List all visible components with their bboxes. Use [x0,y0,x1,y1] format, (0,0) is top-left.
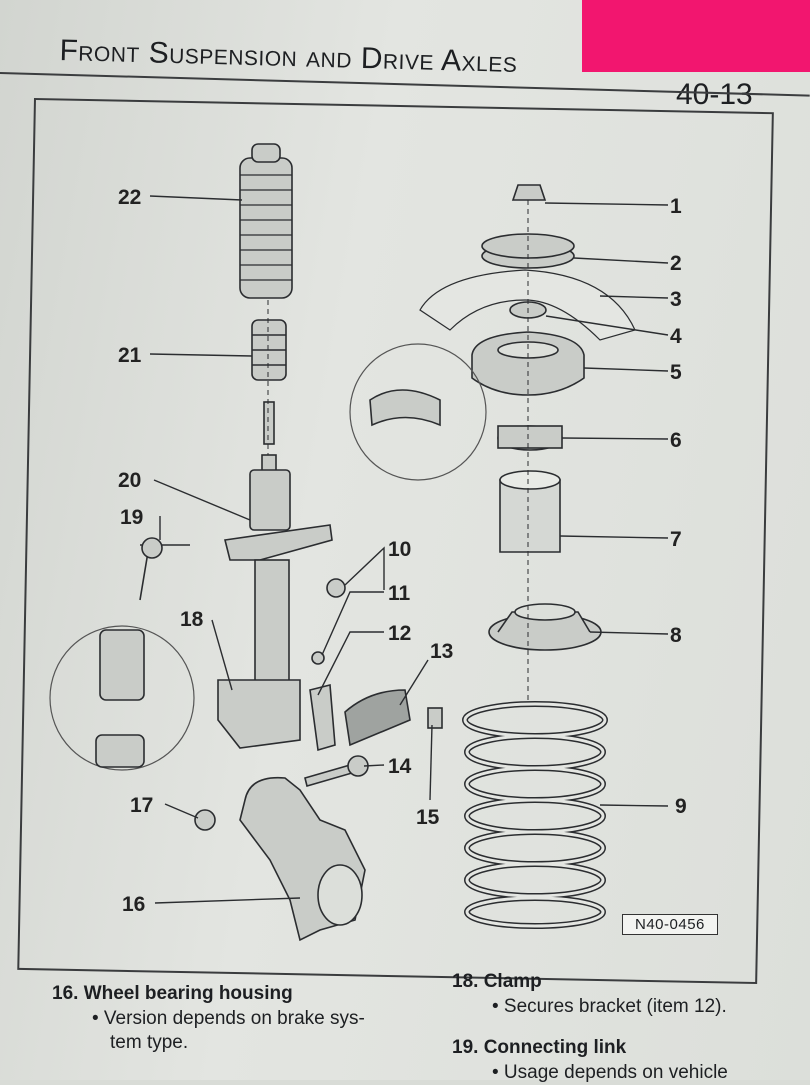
legend-item-19-bullet: • Usage depends on vehicle [492,1061,728,1083]
callout-7: 7 [670,528,682,551]
legend-item-18-title: 18. Clamp [452,971,542,992]
legend-item-16-title: 16. Wheel bearing housing [52,983,293,1004]
legend-item-18: 18. Clamp • Secures bracket (item 12). [452,970,727,1019]
callout-8: 8 [670,624,682,647]
callout-21: 21 [118,344,142,367]
callout-10: 10 [388,538,411,561]
callout-18: 18 [180,608,204,631]
callout-6: 6 [670,429,682,452]
callout-19: 19 [120,506,143,529]
legend-item-16-bullet-cont: tem type. [110,1032,189,1054]
legend-item-19-title: 19. Connecting link [452,1037,627,1058]
figure-reference-code: N40-0456 [622,914,718,935]
legend-item-18-bullet: • Secures bracket (item 12). [492,995,727,1017]
wheel-bearing-housing [239,776,366,942]
callout-1: 1 [670,195,682,218]
bump-stop [251,319,287,381]
callout-13: 13 [430,640,453,663]
callout-4: 4 [670,325,682,348]
callout-17: 17 [130,794,153,817]
callout-15: 15 [416,806,440,829]
legend-item-16: 16. Wheel bearing housing • Version depe… [52,982,365,1056]
callout-12: 12 [388,622,411,645]
legend-item-16-bullet: • Version depends on brake sys- [92,1007,365,1029]
callout-22: 22 [118,186,141,209]
sticky-note [582,0,810,72]
callout-16: 16 [122,893,145,916]
callout-5: 5 [670,361,682,384]
callout-11: 11 [388,582,411,605]
strut-assembly [217,454,333,749]
strut-mount-parts [349,184,636,651]
protective-boot [239,143,293,299]
callout-20: 20 [118,469,141,492]
callout-14: 14 [388,755,412,778]
callout-2: 2 [670,252,682,275]
callout-9: 9 [675,795,687,818]
callout-3: 3 [670,288,682,311]
legend-item-19: 19. Connecting link • Usage depends on v… [452,1036,728,1085]
